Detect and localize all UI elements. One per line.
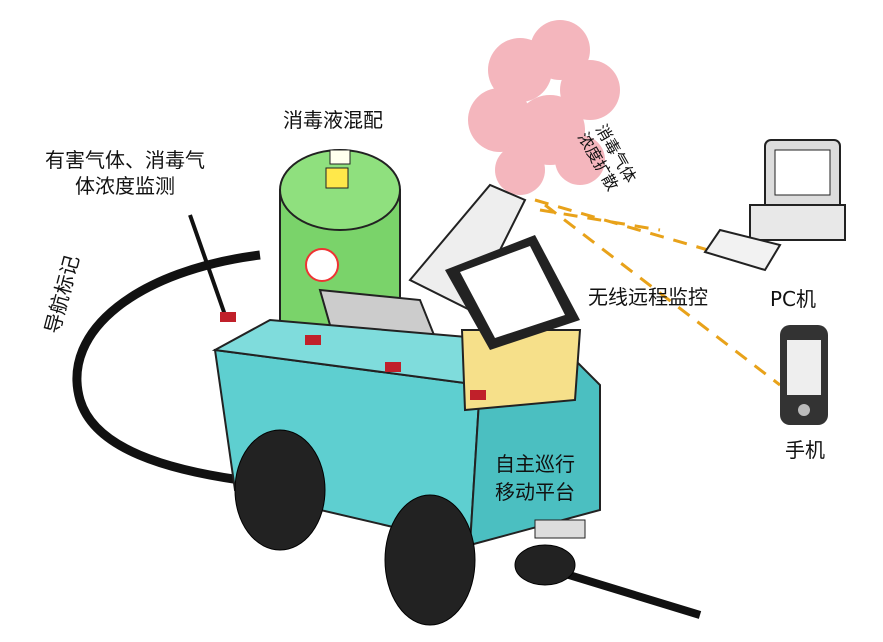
phone-icon — [780, 325, 828, 425]
label-mixing: 消毒液混配 — [283, 108, 383, 132]
sensor-pole — [188, 214, 227, 316]
label-pc: PC机 — [770, 287, 817, 311]
label-monitor-line2: 体浓度监测 — [75, 174, 175, 198]
sensors — [220, 312, 486, 400]
control-box — [445, 235, 582, 412]
label-platform-line1: 自主巡行 — [495, 452, 575, 476]
gas-cloud — [468, 20, 620, 195]
wheels — [234, 429, 576, 626]
lamp — [305, 248, 339, 282]
pc-icon — [703, 139, 846, 272]
label-wireless: 无线远程监控 — [588, 285, 708, 309]
spray-nozzle — [408, 183, 527, 312]
label-platform-line2: 移动平台 — [495, 480, 575, 504]
navigation-track — [72, 250, 261, 485]
label-phone: 手机 — [785, 438, 825, 462]
label-monitor-line1: 有害气体、消毒气 — [45, 148, 205, 172]
